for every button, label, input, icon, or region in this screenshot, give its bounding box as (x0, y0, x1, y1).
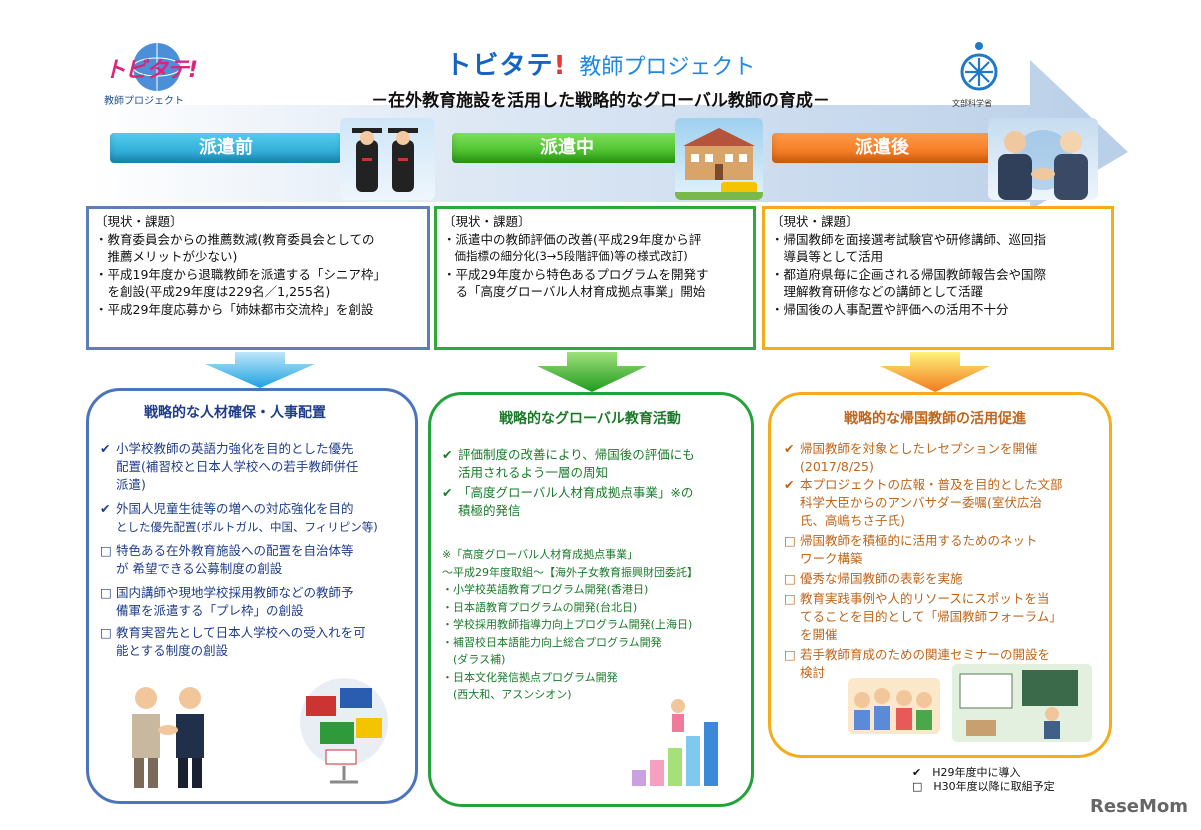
strategy-item: □優秀な帰国教師の表彰を実施 (784, 571, 963, 586)
issue-line: ・教育委員会からの推薦数減(教育委員会としての (95, 231, 375, 247)
checkbox-icon: □ (784, 647, 796, 662)
page-title: トビタテ! 教師プロジェクト (0, 45, 1201, 82)
watermark: ReseMom (1090, 796, 1189, 817)
handshake-image (988, 118, 1098, 200)
issues-box-before: 〔現状・課題〕 ・教育委員会からの推薦数減(教育委員会としての 推薦メリットが少… (86, 206, 430, 350)
issues-box-after: 〔現状・課題〕 ・帰国教師を面接選考試験官や研修講師、巡回指 導員等として活用 … (762, 206, 1114, 350)
checkbox-icon: □ (100, 585, 112, 600)
strategy-item: ✔外国人児童生徒等の増への対応強化を目的とした優先配置(ポルトガル、中国、フィリ… (100, 501, 378, 534)
strategy-item: □特色ある在外教育施設への配置を自治体等が 希望できる公募制度の創設 (100, 543, 354, 576)
issue-line: ・派遣中の教師評価の改善(平成29年度から評 (443, 231, 702, 247)
legend: ✔ H29年度中に導入 □ H30年度以降に取組予定 (912, 766, 1055, 794)
checkbox-icon: □ (100, 543, 112, 558)
ministry-logo-icon (960, 42, 998, 91)
checkbox-icon: □ (784, 591, 796, 606)
phase-before: 派遣前 (110, 133, 342, 163)
note-line: ・補習校日本語能力向上総合プログラム開発 (442, 635, 662, 649)
issue-line: を創設(平成29年度は229名／1,255名) (95, 284, 331, 299)
strategy-item: □教育実践事例や人的リソースにスポットを当てることを目的として「帰国教師フォーラ… (784, 591, 1062, 642)
strategy-item: □若手教師育成のための関連セミナーの開設を検討 (784, 647, 1051, 680)
checkbox-icon: □ (784, 533, 796, 548)
globe-flags-image (300, 678, 388, 784)
note-line: ※「高度グローバル人材育成拠点事業」 (442, 548, 639, 561)
strategy-item: □教育実習先として日本人学校への受入れを可能とする制度の創設 (100, 625, 366, 658)
note-line: ・日本語教育プログラムの開発(台北日) (442, 600, 638, 614)
note-line: (西大和、アスンシオン) (442, 688, 572, 701)
strategy-item: ✔「高度グローバル人材育成拠点事業」※の積極的発信 (442, 485, 694, 518)
issue-line: 価指標の細分化(3→5段階評価)等の様式改訂) (443, 249, 688, 263)
title-main: トビタテ (445, 51, 554, 81)
program-note: ※「高度グローバル人材育成拠点事業」 ～平成29年度取組～【海外子女教育振興財団… (442, 546, 752, 704)
issue-line: ・帰国後の人事配置や評価への活用不十分 (771, 301, 1009, 317)
school-image (675, 118, 763, 200)
businessmen-handshake-image (132, 687, 204, 788)
strategy-item: ✔帰国教師を対象としたレセプションを開催(2017/8/25) (784, 441, 1038, 474)
checkbox-icon: □ (784, 571, 796, 586)
legend-planned: □ H30年度以降に取組予定 (912, 780, 1055, 793)
legend-implemented: ✔ H29年度中に導入 (912, 766, 1021, 779)
page-subtitle: －在外教育施設を活用した戦略的なグローバル教師の育成－ (371, 91, 830, 111)
students-image (848, 678, 940, 734)
issue-line: 理解教育研修などの講師として活躍 (771, 284, 984, 299)
logo-subtitle: 教師プロジェクト (104, 96, 184, 107)
graduates-image (340, 118, 435, 200)
issue-line: る「高度グローバル人材育成拠点事業」開始 (443, 284, 706, 299)
note-line: (ダラス補) (442, 653, 506, 666)
issue-line: ・平成29年度応募から「姉妹都市交流枠」を創設 (95, 301, 374, 317)
issue-line: ・平成29年度から特色あるプログラムを開発す (443, 266, 709, 282)
check-icon: ✔ (784, 477, 795, 492)
title-mark: ! (553, 51, 566, 81)
issues-header: 〔現状・課題〕 (443, 214, 531, 229)
strategy-item: ✔本プロジェクトの広報・普及を目的とした文部科学大臣からのアンバサダー委嘱(室伏… (784, 477, 1063, 528)
down-arrow-icon (537, 352, 647, 392)
issue-line: ・都道府県毎に企画される帰国教師報告会や国際 (771, 266, 1047, 282)
strategy-title: 戦略的なグローバル教育活動 (499, 411, 681, 427)
phase-during: 派遣中 (452, 133, 682, 163)
note-line: ・学校採用教師指導力向上プログラム開発(上海日) (442, 618, 693, 631)
strategy-item: □帰国教師を積極的に活用するためのネットワーク構築 (784, 533, 1038, 566)
note-line: ・日本文化発信拠点プログラム開発 (442, 670, 618, 684)
issues-header: 〔現状・課題〕 (95, 214, 183, 229)
note-line: ～平成29年度取組～【海外子女教育振興財団委託】 (442, 565, 698, 579)
strategy-title: 戦略的な帰国教師の活用促進 (844, 411, 1026, 427)
check-icon: ✔ (100, 441, 111, 456)
growth-bars-image (632, 699, 718, 786)
note-line: ・小学校英語教育プログラム開発(香港日) (442, 583, 649, 596)
down-arrow-icon (880, 352, 990, 392)
issues-box-during: 〔現状・課題〕 ・派遣中の教師評価の改善(平成29年度から評 価指標の細分化(3… (434, 206, 756, 350)
logo-title: トビタテ! (104, 58, 198, 83)
issue-line: ・帰国教師を面接選考試験官や研修講師、巡回指 (771, 231, 1047, 247)
down-arrow-icon (205, 352, 315, 388)
issue-line: 推薦メリットが少ない) (95, 249, 238, 264)
issues-header: 〔現状・課題〕 (771, 214, 859, 229)
strategy-title: 戦略的な人材確保・人事配置 (144, 405, 326, 421)
checkbox-icon: □ (100, 625, 112, 640)
title-suffix: 教師プロジェクト (579, 55, 756, 80)
classroom-image (952, 664, 1092, 742)
strategy-item: ✔小学校教師の英語力強化を目的とした優先配置(補習校と日本人学校への若手教師併任… (100, 441, 359, 492)
check-icon: ✔ (100, 501, 111, 516)
check-icon: ✔ (442, 485, 453, 500)
ministry-name: 文部科学省 (952, 99, 992, 108)
strategy-item: □国内講師や現地学校採用教師などの教師予備軍を派遣する「プレ枠」の創設 (100, 585, 354, 618)
issue-line: ・平成19年度から退職教師を派遣する「シニア枠」 (95, 266, 386, 282)
check-icon: ✔ (442, 447, 453, 462)
issue-line: 導員等として活用 (771, 249, 884, 264)
logo (100, 40, 220, 110)
strategy-item: ✔評価制度の改善により、帰国後の評価にも活用されるよう一層の周知 (442, 447, 695, 480)
check-icon: ✔ (784, 441, 795, 456)
phase-after: 派遣後 (772, 133, 992, 163)
globe-icon (132, 43, 182, 91)
